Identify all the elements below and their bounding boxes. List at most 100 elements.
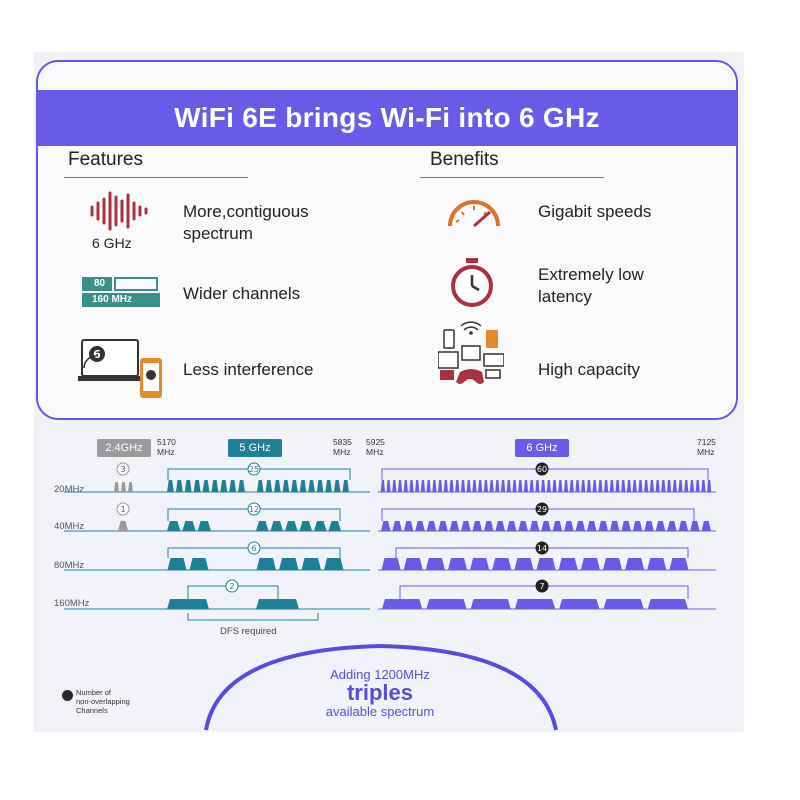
channel-6ghz-20mhz [626, 480, 632, 492]
count-badge-5ghz-value: 2 [229, 582, 234, 591]
freq-label-5835: 5835 MHz [333, 437, 352, 457]
features-divider [64, 177, 248, 178]
channel-2-4ghz [114, 482, 119, 492]
count-badge-6ghz [535, 502, 549, 516]
channel-6ghz-20mhz [420, 480, 426, 492]
channel-6ghz-80mhz [558, 558, 578, 570]
channel-6ghz-40mhz [541, 521, 551, 531]
channel-6ghz-20mhz [615, 480, 620, 492]
channel-5ghz-80mhz [279, 558, 299, 570]
page-title: WiFi 6E brings Wi-Fi into 6 GHz [38, 90, 736, 146]
devices-icon [437, 318, 505, 390]
channel-6ghz-40mhz [690, 521, 700, 531]
freq-value: 5925 [366, 437, 385, 447]
channel-5ghz-160mhz [167, 599, 209, 609]
channel-6ghz-20mhz [460, 480, 466, 492]
freq-value: 7125 [697, 437, 716, 447]
channel-6ghz-80mhz [669, 558, 689, 570]
channel-6ghz-20mhz [575, 480, 580, 492]
channel-6ghz-20mhz [500, 480, 506, 492]
count-badge-5ghz-value: 6 [251, 544, 256, 553]
channel-5ghz-20mhz [342, 480, 349, 492]
count-badge-6ghz-value: 29 [537, 505, 547, 514]
channel-5ghz-80mhz [301, 558, 321, 570]
feature-label-wider-channels: Wider channels [183, 284, 301, 303]
channel-6ghz-80mhz [580, 558, 600, 570]
channel-6ghz-20mhz [415, 480, 420, 492]
channel-6ghz-80mhz [602, 558, 623, 570]
legend-text: Number of non-overlapping Channels [76, 688, 146, 715]
channel-6ghz-40mhz [506, 521, 517, 531]
channel-6ghz-40mhz [438, 521, 448, 531]
feature-label-spectrum-line2: spectrum [183, 224, 253, 243]
channel-6ghz-20mhz [432, 480, 437, 492]
footer-line2: triples [346, 680, 414, 705]
channel-6ghz-20mhz [558, 480, 563, 492]
row-name-20mhz: 20MHz [54, 484, 85, 495]
count-badge-6ghz [535, 579, 549, 593]
channel-6ghz-80mhz [403, 558, 423, 570]
channel-5ghz-40mhz [314, 521, 327, 531]
dfs-required-label: DFS required [220, 626, 277, 637]
channel-6ghz-40mhz [564, 521, 574, 531]
channel-6ghz-80mhz [492, 558, 512, 570]
count-badge-6ghz-value: 7 [539, 582, 544, 591]
channel-6ghz-20mhz [437, 480, 443, 492]
channel-6ghz-80mhz [447, 558, 468, 570]
count-badge-2-4ghz [116, 502, 130, 516]
channel-5ghz-20mhz [175, 480, 183, 492]
channel-6ghz-20mhz [672, 480, 677, 492]
channel-5ghz-20mhz [229, 480, 237, 492]
count-badge-5ghz-value: 25 [249, 465, 259, 474]
channel-5ghz-80mhz [256, 558, 276, 570]
channel-6ghz-160mhz [647, 599, 688, 609]
channel-6ghz-40mhz [472, 521, 483, 531]
channel-6ghz-20mhz [638, 480, 643, 492]
channel-6ghz-40mhz [449, 521, 460, 531]
count-badge-6ghz [535, 462, 549, 476]
channel-5ghz-20mhz [325, 480, 332, 492]
channel-6ghz-20mhz [632, 480, 637, 492]
channel-6ghz-20mhz [518, 480, 523, 492]
channel-5ghz-40mhz [182, 521, 196, 531]
channel-6ghz-20mhz [655, 480, 660, 492]
channel-5ghz-20mhz [211, 480, 219, 492]
footer-line1: Adding 1200MHz [330, 667, 430, 682]
channel-5ghz-20mhz [282, 480, 290, 492]
channel-6ghz-40mhz [609, 521, 620, 531]
channel-5ghz-20mhz [274, 480, 281, 492]
channel-6ghz-40mhz [575, 521, 586, 531]
channel-6ghz-40mhz [552, 521, 563, 531]
channel-5ghz-20mhz [291, 480, 298, 492]
channel-6ghz-20mhz [380, 480, 385, 492]
channel-6ghz-40mhz [587, 521, 597, 531]
count-badge-2-4ghz-value: 1 [120, 505, 125, 514]
channel-6ghz-20mhz [581, 480, 586, 492]
benefit-label-latency-line2: latency [538, 287, 592, 306]
channel-5ghz-160mhz [256, 599, 299, 609]
laptop-phone-icon: 6 [78, 338, 164, 400]
channel-5ghz-80mhz [167, 558, 187, 570]
channel-6ghz-20mhz [512, 480, 517, 492]
channel-5ghz-40mhz [167, 521, 181, 531]
speedometer-icon [446, 198, 502, 230]
channel-6ghz-20mhz [535, 480, 540, 492]
benefits-divider [420, 177, 604, 178]
channel-6ghz-40mhz [495, 521, 505, 531]
channel-6ghz-40mhz [415, 521, 425, 531]
channel-5ghz-40mhz [299, 521, 312, 531]
benefit-label-latency-line1: Extremely low [538, 265, 644, 284]
channel-6ghz-160mhz [559, 599, 600, 609]
channel-6ghz-40mhz [484, 521, 494, 531]
channel-6ghz-40mhz [403, 521, 414, 531]
channel-6ghz-20mhz [644, 480, 649, 492]
channel-6ghz-20mhz [403, 480, 408, 492]
channel-6ghz-160mhz [514, 599, 556, 609]
channel-6ghz-40mhz [392, 521, 402, 531]
channel-6ghz-20mhz [603, 480, 609, 492]
feature-label-interference: Less interference [183, 360, 314, 379]
channel-6ghz-20mhz [701, 480, 706, 492]
feature-label-spectrum-line1: More,contiguous [183, 202, 309, 221]
channel-6ghz-160mhz [603, 599, 644, 609]
